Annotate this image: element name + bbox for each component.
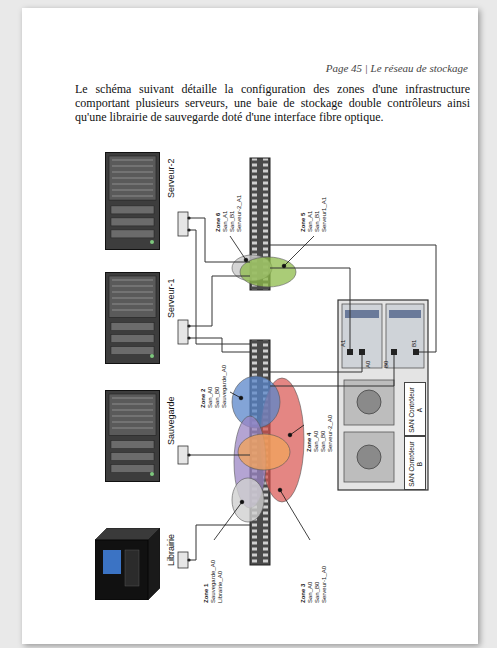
zone-title: Zone 3 bbox=[300, 566, 307, 603]
zone-title: Zone 5 bbox=[300, 197, 307, 232]
zone-member: San_B1 bbox=[229, 195, 236, 232]
controller-name: SAN Contrôleur B bbox=[408, 441, 424, 487]
zone-member: San_A0 bbox=[313, 415, 320, 452]
zone-member: San_B1 bbox=[314, 197, 321, 232]
zone-label: Zone 4San_A0San_B0Serveur-2_A0 bbox=[306, 415, 334, 452]
zone-member: Serveur-1_A0 bbox=[321, 566, 328, 603]
controller-box: SAN Contrôleur A bbox=[404, 382, 426, 436]
zone-label: Zone 2San_A0San_B0Sauvegarde_A0 bbox=[200, 365, 228, 408]
device-name: Serveur-2 bbox=[166, 158, 177, 198]
zone-member: San_B0 bbox=[314, 566, 321, 603]
zone-member: Librairie_A0 bbox=[217, 560, 224, 603]
intro-paragraph: Le schéma suivant détaille la configurat… bbox=[75, 82, 470, 124]
running-header: Page 45 | Le réseau de stockage bbox=[168, 62, 468, 74]
zone-member: San_A0 bbox=[207, 365, 214, 408]
port-name: B1 bbox=[411, 340, 418, 347]
zone-title: Zone 2 bbox=[200, 365, 207, 408]
zone-title: Zone 6 bbox=[215, 195, 222, 232]
zone-member: Serveur-2_A1 bbox=[236, 195, 243, 232]
server-unit: Sauvegarde bbox=[105, 390, 160, 482]
hba-port bbox=[187, 216, 190, 561]
port-name: B0 bbox=[383, 361, 390, 368]
zone-member: San_A0 bbox=[307, 566, 314, 603]
zone-label: Zone 3San_A0San_B0Serveur-1_A0 bbox=[300, 566, 328, 603]
zone-member: Serveur1_A1 bbox=[321, 197, 328, 232]
fibre-wire bbox=[190, 218, 436, 560]
zone-blob bbox=[232, 255, 304, 522]
port-name: A0 bbox=[365, 361, 372, 368]
zone-member: San_A1 bbox=[307, 197, 314, 232]
zone-label: Zone 1Sauvegarde_A0Librairie_A0 bbox=[203, 560, 224, 603]
zone-leader bbox=[214, 236, 314, 540]
zone-member: San_B0 bbox=[214, 365, 221, 408]
zone-title: Zone 1 bbox=[203, 560, 210, 603]
zone-member: Sauvegarde_A0 bbox=[221, 365, 228, 408]
zone-member: San_B0 bbox=[320, 415, 327, 452]
zone-label: Zone 6San_A1San_B1Serveur-2_A1 bbox=[215, 195, 243, 232]
zone-title: Zone 4 bbox=[306, 415, 313, 452]
zone-member: Sauvegarde_A0 bbox=[210, 560, 217, 603]
port-name: A1 bbox=[340, 340, 347, 347]
zone-member: San_A1 bbox=[222, 195, 229, 232]
zone-label: Zone 5San_A1San_B1Serveur1_A1 bbox=[300, 197, 328, 232]
controller-name: SAN Contrôleur A bbox=[408, 387, 424, 433]
device-name: Serveur-1 bbox=[166, 278, 177, 318]
device-name: Sauvegarde bbox=[166, 396, 177, 445]
tape-library: Librairie bbox=[95, 528, 160, 600]
controller-box: SAN Contrôleur B bbox=[404, 436, 426, 490]
zone-member: Serveur-2_A0 bbox=[327, 415, 334, 452]
storage-array bbox=[338, 300, 428, 490]
server-unit: Serveur-2 bbox=[105, 152, 160, 250]
server-unit: Serveur-1 bbox=[105, 272, 160, 364]
device-name: Librairie bbox=[166, 534, 177, 566]
hba-card bbox=[178, 212, 188, 568]
